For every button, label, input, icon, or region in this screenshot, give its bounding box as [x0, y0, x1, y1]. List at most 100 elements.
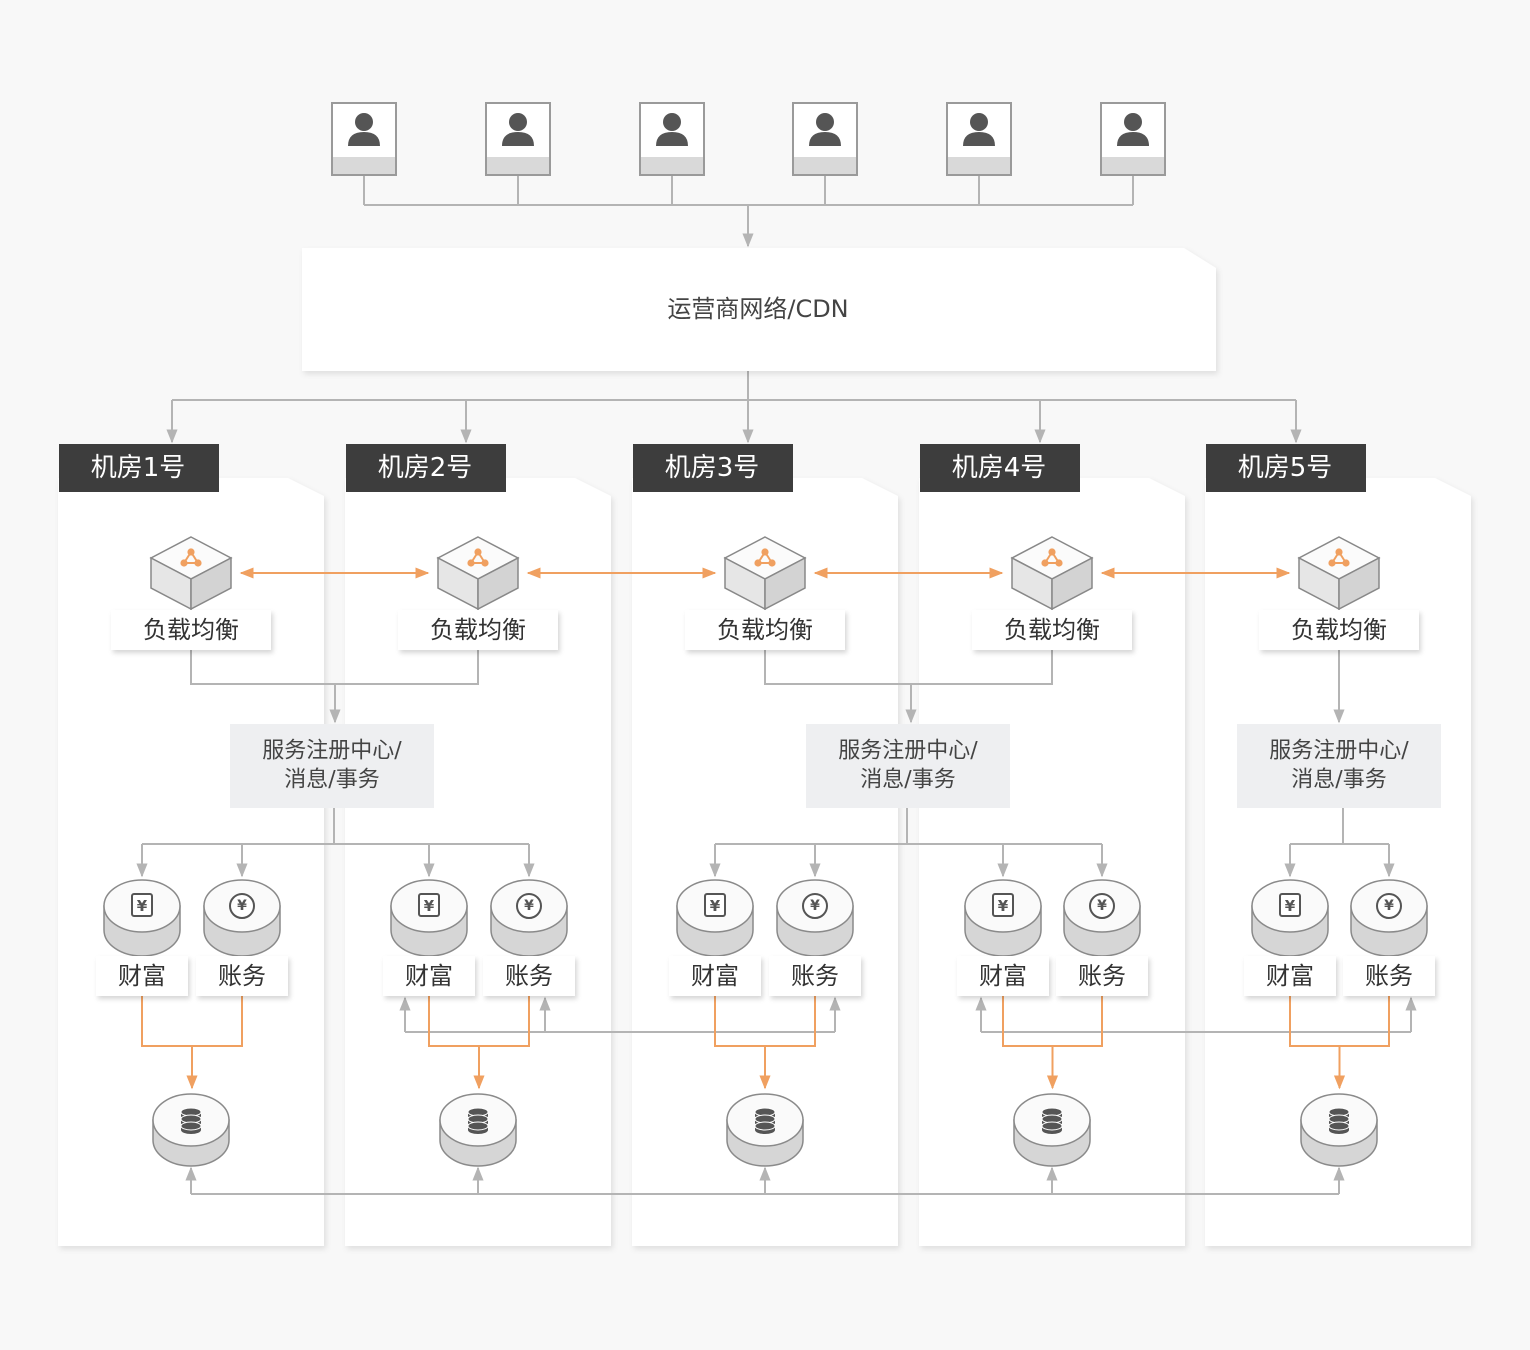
wealth-label: 财富 [383, 956, 475, 996]
user-node [792, 102, 858, 176]
wealth-label-text: 财富 [405, 962, 453, 990]
billing-service-node: ¥ [203, 879, 281, 957]
svg-text:¥: ¥ [137, 897, 148, 915]
yen-coin-icon: ¥ [1376, 893, 1402, 919]
billing-label: 账务 [196, 956, 288, 996]
room-header-bg [920, 444, 1080, 492]
billing-service-node: ¥ [1350, 879, 1428, 957]
svg-text:¥: ¥ [710, 897, 721, 915]
load-balancer-label: 负载均衡 [111, 610, 271, 650]
yen-document-icon: ¥ [704, 893, 726, 917]
wealth-label: 财富 [957, 956, 1049, 996]
wealth-label: 财富 [96, 956, 188, 996]
yen-document-icon: ¥ [131, 893, 153, 917]
database-node [152, 1093, 230, 1167]
wealth-service-node: ¥ [964, 879, 1042, 957]
user-icon [1117, 113, 1149, 146]
user-node [946, 102, 1012, 176]
user-icon [963, 113, 995, 146]
registry-bg [230, 724, 434, 808]
room-body [919, 478, 1185, 1246]
load-balancer-icon [1297, 536, 1381, 611]
room-header-bg [1206, 444, 1366, 492]
registry-bg [806, 724, 1010, 808]
yen-document-icon: ¥ [418, 893, 440, 917]
user-card-footer [487, 157, 549, 174]
load-balancer-text: 负载均衡 [1291, 616, 1387, 644]
database-icon [1041, 1107, 1063, 1134]
load-balancer-icon [149, 536, 233, 611]
room-header: 机房1号 [59, 444, 219, 492]
load-balancer-label: 负载均衡 [1259, 610, 1419, 650]
load-balancer-icon [723, 536, 807, 611]
billing-service-node: ¥ [776, 879, 854, 957]
user-card-footer [641, 157, 703, 174]
yen-coin-icon: ¥ [802, 893, 828, 919]
user-card-footer [333, 157, 395, 174]
wealth-service-node: ¥ [103, 879, 181, 957]
user-card-footer [794, 157, 856, 174]
registry-bg [1237, 724, 1441, 808]
room-body [632, 478, 898, 1246]
user-icon [348, 113, 380, 146]
registry-line1: 服务注册中心/ [262, 739, 402, 764]
room-header: 机房2号 [346, 444, 506, 492]
room-header-bg [59, 444, 219, 492]
billing-label: 账务 [1343, 956, 1435, 996]
network-label: 运营商网络/CDN [667, 295, 848, 323]
user-icon [656, 113, 688, 146]
load-balancer-text: 负载均衡 [430, 616, 526, 644]
billing-label-text: 账务 [791, 962, 839, 990]
database-icon [467, 1107, 489, 1134]
room-panel [1205, 478, 1471, 1246]
yen-document-icon: ¥ [992, 893, 1014, 917]
wealth-service-node: ¥ [676, 879, 754, 957]
load-balancer-icon [436, 536, 520, 611]
billing-label: 账务 [1056, 956, 1148, 996]
load-balancer-label: 负载均衡 [972, 610, 1132, 650]
wealth-label-text: 财富 [979, 962, 1027, 990]
yen-coin-icon: ¥ [229, 893, 255, 919]
user-card-footer [1102, 157, 1164, 174]
svg-text:¥: ¥ [810, 898, 820, 914]
room-panel [919, 478, 1185, 1246]
yen-coin-icon: ¥ [1089, 893, 1115, 919]
user-node [331, 102, 397, 176]
yen-document-icon: ¥ [1279, 893, 1301, 917]
room-header-bg [633, 444, 793, 492]
connector-layer [136, 175, 1417, 1195]
room-header: 机房3号 [633, 444, 793, 492]
registry-line2: 消息/事务 [1291, 768, 1386, 793]
registry-line1: 服务注册中心/ [1269, 739, 1409, 764]
load-balancer-text: 负载均衡 [143, 616, 239, 644]
wealth-label: 财富 [1244, 956, 1336, 996]
wealth-label-text: 财富 [1266, 962, 1314, 990]
database-node [439, 1093, 517, 1167]
room-title: 机房3号 [665, 453, 760, 483]
room-panel [345, 478, 611, 1246]
billing-label-text: 账务 [218, 962, 266, 990]
room-header-bg [346, 444, 506, 492]
billing-service-node: ¥ [1063, 879, 1141, 957]
svg-text:¥: ¥ [1285, 897, 1296, 915]
yen-coin-icon: ¥ [516, 893, 542, 919]
svg-text:¥: ¥ [524, 898, 534, 914]
room-title: 机房4号 [952, 453, 1047, 483]
load-balancer-label: 负载均衡 [398, 610, 558, 650]
svg-text:¥: ¥ [1097, 898, 1107, 914]
wealth-label: 财富 [669, 956, 761, 996]
svg-text:¥: ¥ [998, 897, 1009, 915]
billing-label-text: 账务 [1078, 962, 1126, 990]
database-node [726, 1093, 804, 1167]
room-body [345, 478, 611, 1246]
room-title: 机房2号 [378, 453, 473, 483]
database-icon [1328, 1107, 1350, 1134]
registry-line2: 消息/事务 [284, 768, 379, 793]
billing-service-node: ¥ [490, 879, 568, 957]
room-header: 机房5号 [1206, 444, 1366, 492]
user-icon [809, 113, 841, 146]
registry-box: 服务注册中心/消息/事务 [806, 724, 1010, 808]
registry-box: 服务注册中心/消息/事务 [1237, 724, 1441, 808]
